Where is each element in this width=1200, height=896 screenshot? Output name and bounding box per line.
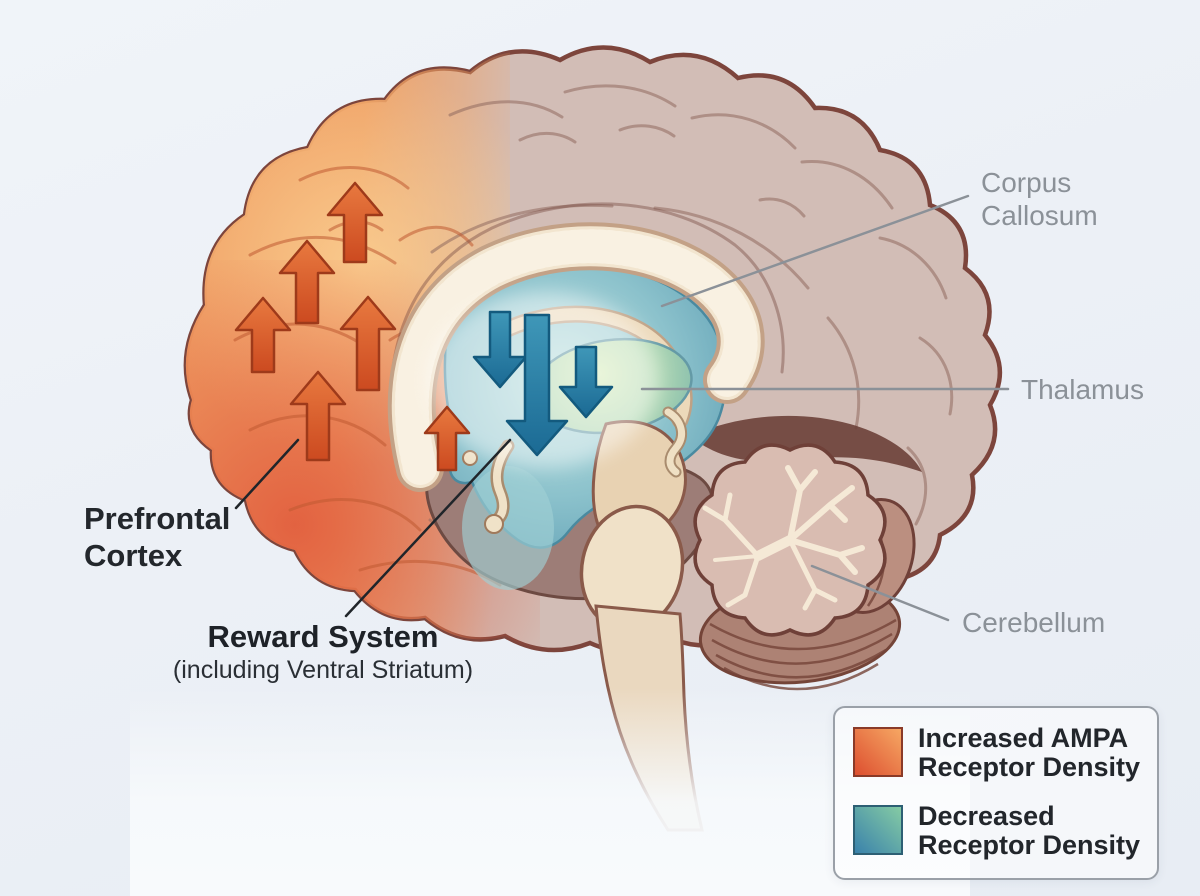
prefrontal-label-line2: Cortex <box>84 538 183 573</box>
decreased-density-label: Decreased Receptor Density <box>918 802 1140 860</box>
increased-density-label-line1: Increased AMPA <box>918 723 1129 753</box>
legend-item-increased: Increased AMPA Receptor Density <box>853 724 1143 782</box>
increased-density-label: Increased AMPA Receptor Density <box>918 724 1140 782</box>
prefrontal-leader-line <box>234 438 300 510</box>
corpus-callosum-leader-line <box>660 194 970 308</box>
legend-box: Increased AMPA Receptor Density Decrease… <box>833 706 1159 880</box>
bottom-fade <box>130 688 970 896</box>
corpus-callosum-shape <box>387 202 785 492</box>
corpus-callosum-label-line1: Corpus <box>981 167 1072 198</box>
increase-arrows <box>234 181 471 472</box>
reward-leader-line <box>344 438 512 618</box>
decrease-arrows <box>472 310 614 457</box>
decreased-density-swatch <box>853 805 903 855</box>
decreased-density-label-line2: Receptor Density <box>918 830 1141 860</box>
reward-system-title: Reward System <box>207 619 439 654</box>
reward-system-subtitle: (including Ventral Striatum) <box>172 656 474 684</box>
cerebellum-label: Cerebellum <box>962 607 1106 638</box>
reward-system-label: Reward System (including Ventral Striatu… <box>150 619 496 685</box>
prefrontal-label-line1: Prefrontal <box>84 501 231 536</box>
increased-density-label-line2: Receptor Density <box>918 752 1141 782</box>
cerebellum-leader-line <box>810 564 950 622</box>
increased-density-swatch <box>853 727 903 777</box>
leader-lines <box>234 194 1010 622</box>
thalamus-label: Thalamus <box>1021 374 1144 405</box>
arbor-vitae-shape <box>702 465 865 611</box>
prefrontal-cortex-label: Prefrontal Cortex <box>84 500 230 574</box>
legend-item-decreased: Decreased Receptor Density <box>853 802 1143 860</box>
cerebellum-shape <box>693 443 916 691</box>
corpus-callosum-label-line2: Callosum <box>981 200 1098 231</box>
corpus-callosum-label: Corpus Callosum <box>981 166 1098 232</box>
decreased-density-label-line1: Decreased <box>918 801 1055 831</box>
